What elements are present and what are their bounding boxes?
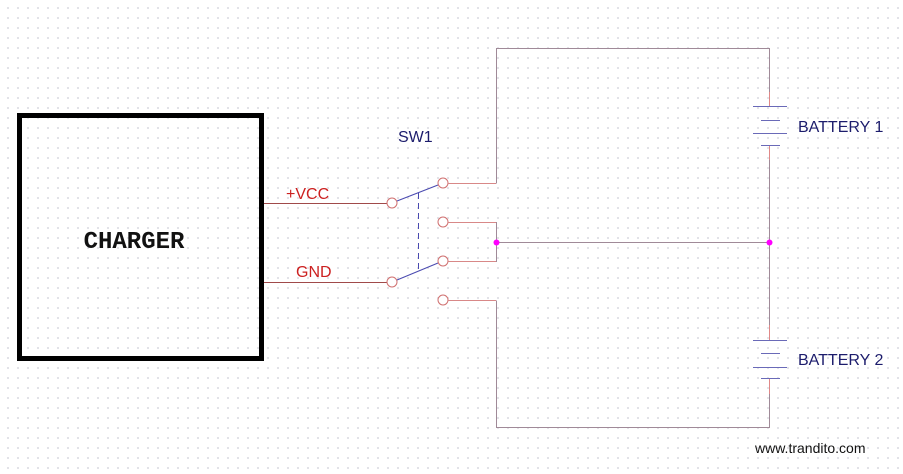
switch-contact-2a: [437, 255, 449, 267]
charger-outline: [17, 113, 264, 361]
watermark-url: www.trandito.com: [754, 440, 865, 456]
battery1-positive-wire: [496, 48, 770, 184]
battery2-negative-wire: [496, 300, 770, 428]
switch-sw1[interactable]: SW1: [386, 129, 449, 306]
charger-block[interactable]: CHARGER: [17, 113, 264, 361]
battery1-label: BATTERY 1: [798, 119, 883, 136]
gnd-net-label: GND: [296, 264, 332, 281]
switch-pivot-2: [386, 276, 398, 288]
switch-pivot-1: [386, 197, 398, 209]
battery2-label: BATTERY 2: [798, 352, 883, 369]
junction-dot-right: [766, 239, 773, 246]
vcc-net-label: +VCC: [286, 186, 329, 203]
switch-contact-2b: [437, 294, 449, 306]
switch-lever-2: [396, 262, 439, 281]
charger-label: CHARGER: [84, 229, 185, 256]
switch-lever-1: [396, 184, 439, 202]
switch-label: SW1: [398, 129, 433, 146]
battery-1[interactable]: BATTERY 1: [753, 92, 883, 160]
junction-dot-left: [493, 239, 500, 246]
switch-contact-1b: [437, 216, 449, 228]
battery-2[interactable]: BATTERY 2: [753, 325, 883, 394]
switch-contact-1a: [437, 177, 449, 189]
